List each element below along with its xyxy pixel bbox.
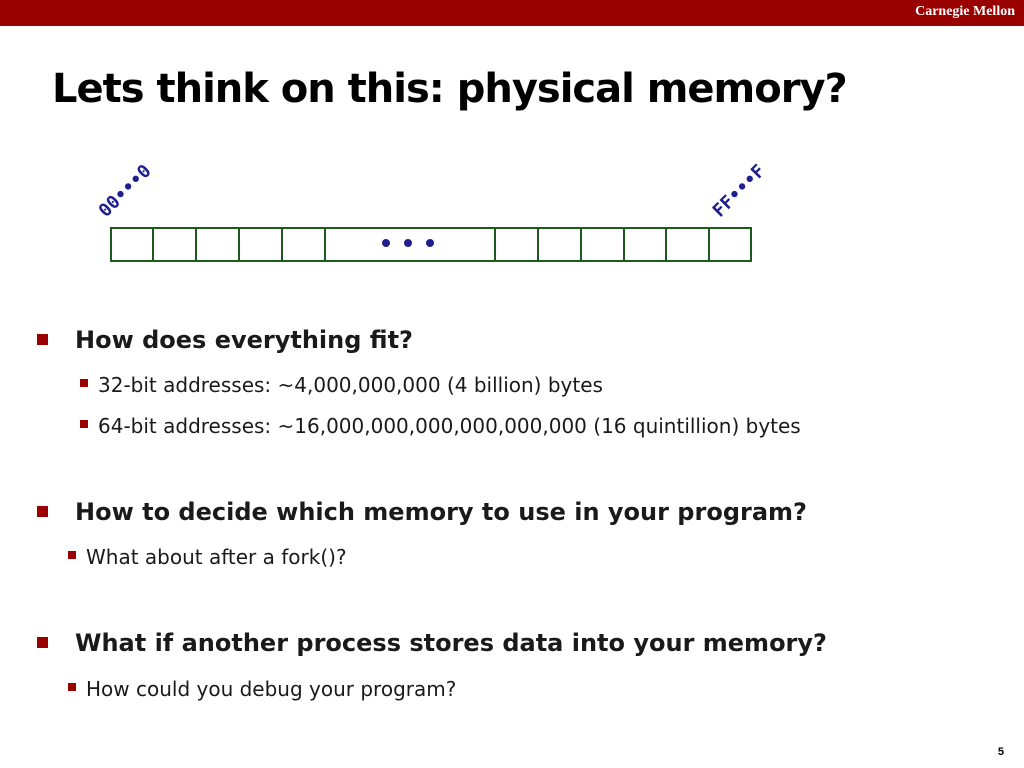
bullet-text: How does everything fit? [75,326,413,354]
bullet-item: How to decide which memory to use in you… [37,498,807,526]
bullet-item: How does everything fit? [37,326,413,354]
memory-cell [238,227,283,262]
memory-cell [537,227,582,262]
bullet-item: What if another process stores data into… [37,629,827,657]
memory-cell [580,227,625,262]
square-bullet-icon [37,334,48,345]
square-bullet-icon [68,551,76,559]
square-bullet-icon [68,683,76,691]
square-bullet-icon [80,379,88,387]
memory-cell [623,227,667,262]
memory-cell [281,227,326,262]
slide-title: Lets think on this: physical memory? [52,66,848,112]
sub-bullet-text: How could you debug your program? [86,677,457,701]
sub-bullet-item: 64-bit addresses: ~16,000,000,000,000,00… [80,414,801,438]
page-number: 5 [997,746,1004,758]
ellipsis-dots [382,239,434,247]
bullet-text: What if another process stores data into… [75,629,827,657]
square-bullet-icon [37,506,48,517]
brand-label: Carnegie Mellon [915,4,1015,19]
memory-cell [708,227,752,262]
square-bullet-icon [37,637,48,648]
sub-bullet-text: 64-bit addresses: ~16,000,000,000,000,00… [98,414,801,438]
memory-cell [110,227,154,262]
ellipsis-dot [382,239,390,247]
ellipsis-dot [426,239,434,247]
sub-bullet-text: What about after a fork()? [86,545,347,569]
memory-cell [152,227,197,262]
sub-bullet-text: 32-bit addresses: ~4,000,000,000 (4 bill… [98,373,603,397]
memory-diagram: 00•••0 FF•••F [95,161,770,262]
memory-cell [494,227,539,262]
sub-bullet-item: How could you debug your program? [68,677,457,701]
square-bullet-icon [80,420,88,428]
memory-cells [110,227,752,262]
high-address-label: FF•••F [709,161,770,222]
sub-bullet-item: What about after a fork()? [68,545,347,569]
memory-cell [195,227,240,262]
sub-bullet-item: 32-bit addresses: ~4,000,000,000 (4 bill… [80,373,603,397]
memory-cell [665,227,710,262]
ellipsis-dot [404,239,412,247]
header-bar: Carnegie Mellon [0,0,1024,26]
bullet-text: How to decide which memory to use in you… [75,498,807,526]
low-address-label: 00•••0 [95,161,156,222]
